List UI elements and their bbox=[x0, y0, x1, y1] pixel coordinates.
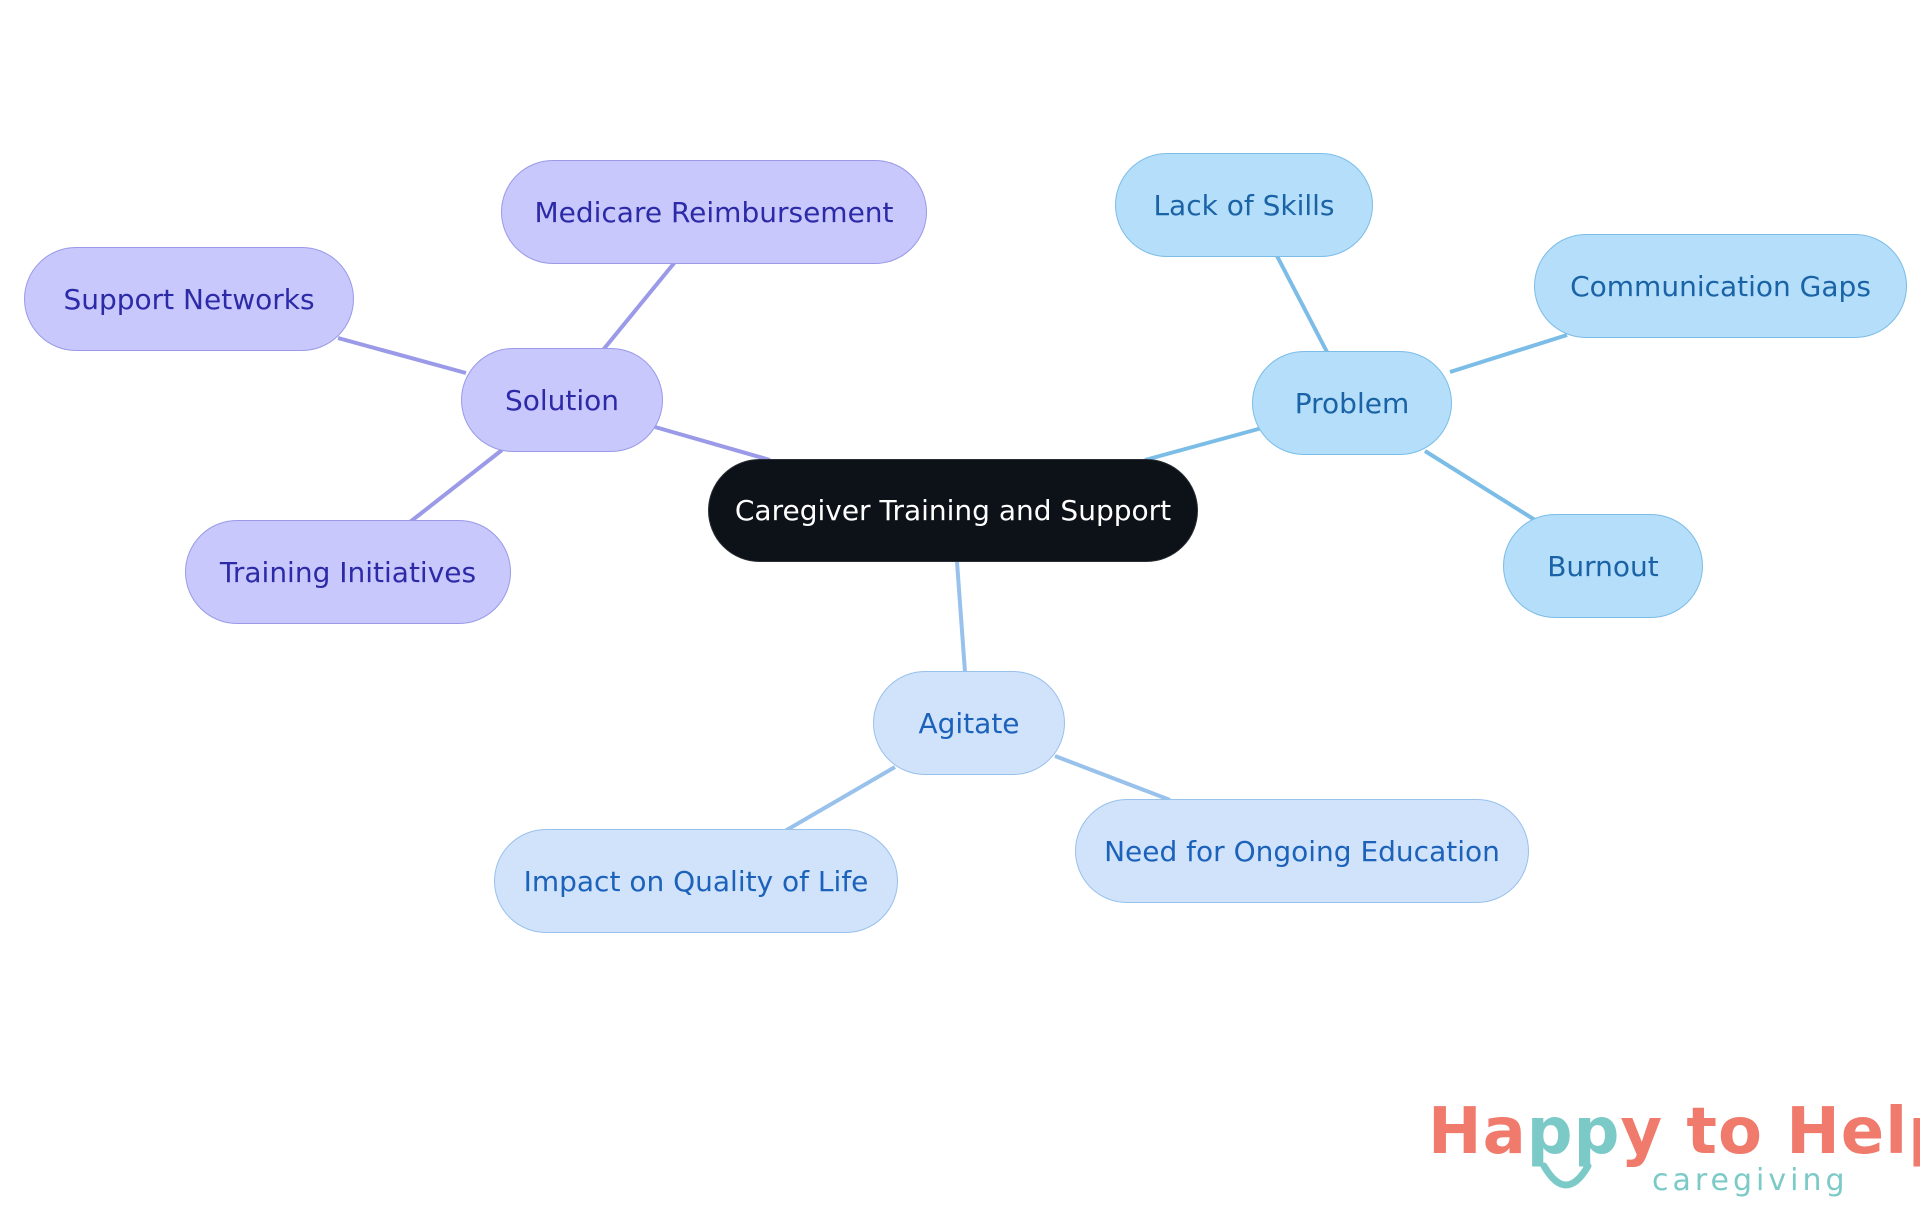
edge-problem-communication bbox=[1449, 333, 1568, 374]
logo-subtitle: caregiving bbox=[1652, 1163, 1849, 1198]
leaf-node-training-initiatives[interactable]: Training Initiatives bbox=[185, 520, 511, 624]
edge-solution-support bbox=[337, 336, 467, 375]
logo-title-part2: pp bbox=[1526, 1095, 1621, 1169]
leaf-node-lack-of-skills[interactable]: Lack of Skills bbox=[1115, 153, 1373, 257]
logo-title-part3: y to Help bbox=[1620, 1095, 1920, 1169]
edge-center-solution bbox=[654, 425, 771, 462]
edge-problem-skills bbox=[1275, 255, 1329, 353]
branch-node-problem-label: Problem bbox=[1294, 386, 1410, 420]
leaf-node-medicare-reimbursement[interactable]: Medicare Reimbursement bbox=[501, 160, 927, 264]
branch-node-solution[interactable]: Solution bbox=[461, 348, 663, 452]
center-node[interactable]: Caregiver Training and Support bbox=[708, 459, 1198, 562]
branch-node-agitate-label: Agitate bbox=[918, 706, 1020, 740]
brand-logo: Happy to Help caregiving bbox=[1420, 1100, 1920, 1210]
leaf-node-label: Medicare Reimbursement bbox=[534, 195, 894, 229]
edge-center-problem bbox=[1144, 426, 1263, 462]
leaf-node-label: Impact on Quality of Life bbox=[523, 864, 869, 898]
branch-node-problem[interactable]: Problem bbox=[1252, 351, 1452, 455]
leaf-node-support-networks[interactable]: Support Networks bbox=[24, 247, 354, 351]
smile-icon bbox=[1540, 1162, 1592, 1189]
leaf-node-label: Need for Ongoing Education bbox=[1104, 834, 1500, 868]
leaf-node-impact-on-quality-of-life[interactable]: Impact on Quality of Life bbox=[494, 829, 898, 933]
logo-title: Happy to Help bbox=[1428, 1100, 1920, 1164]
leaf-node-label: Training Initiatives bbox=[219, 555, 477, 589]
edge-center-agitate bbox=[955, 561, 967, 673]
logo-title-part1: Ha bbox=[1428, 1095, 1527, 1169]
edge-agitate-quality bbox=[783, 765, 897, 833]
leaf-node-need-for-ongoing-education[interactable]: Need for Ongoing Education bbox=[1075, 799, 1529, 903]
branch-node-agitate[interactable]: Agitate bbox=[873, 671, 1065, 775]
leaf-node-burnout[interactable]: Burnout bbox=[1503, 514, 1703, 618]
edge-problem-burnout bbox=[1423, 449, 1537, 522]
edge-solution-medicare bbox=[601, 260, 677, 352]
center-node-label: Caregiver Training and Support bbox=[734, 494, 1172, 527]
leaf-node-label: Support Networks bbox=[63, 282, 315, 316]
leaf-node-label: Burnout bbox=[1547, 549, 1659, 583]
edge-solution-training bbox=[408, 448, 504, 524]
edge-agitate-education bbox=[1054, 754, 1171, 802]
branch-node-solution-label: Solution bbox=[504, 383, 620, 417]
leaf-node-label: Lack of Skills bbox=[1153, 188, 1335, 222]
leaf-node-label: Communication Gaps bbox=[1570, 269, 1871, 303]
leaf-node-communication-gaps[interactable]: Communication Gaps bbox=[1534, 234, 1907, 338]
